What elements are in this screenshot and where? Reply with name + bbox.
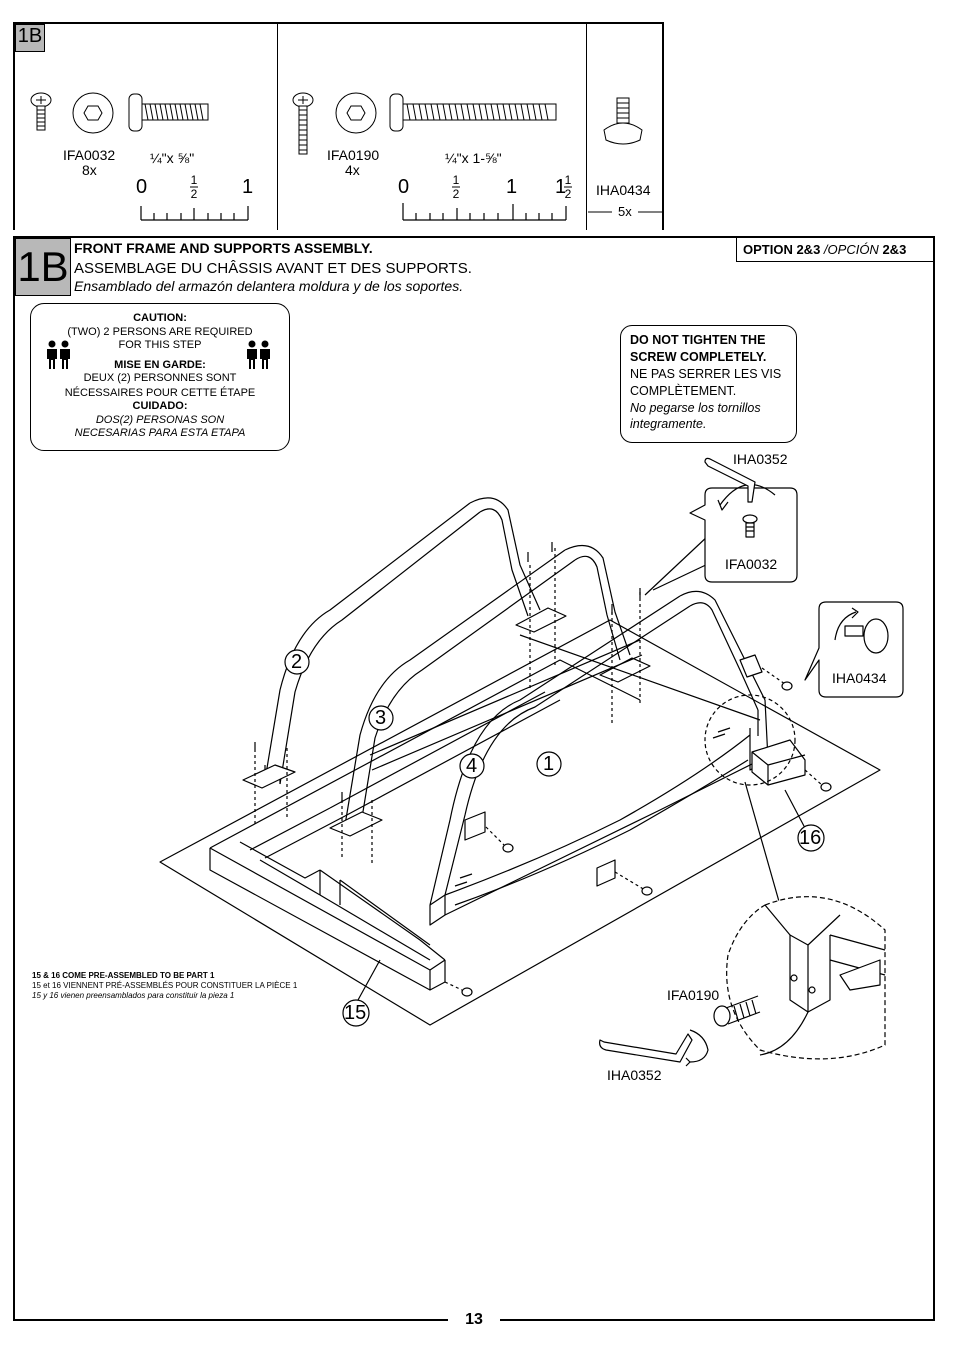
scale1-half-den: 2 bbox=[190, 187, 198, 201]
option-label-es: /OPCIÓN bbox=[823, 242, 879, 257]
scale2-half-num: 1 bbox=[452, 173, 460, 187]
note-en-line1: DO NOT TIGHTEN THE bbox=[630, 333, 766, 347]
caution-fr-head: MISE EN GARDE: bbox=[114, 358, 206, 371]
label-ifa0190: IFA0190 bbox=[667, 987, 720, 1003]
scale-ruler-2 bbox=[402, 203, 567, 221]
caution-en-line2: FOR THIS STEP bbox=[118, 339, 202, 351]
ifa0032-qty: 8x bbox=[82, 162, 97, 178]
caution-box: CAUTION: (TWO) 2 PERSONS ARE REQUIRED FO… bbox=[30, 303, 290, 451]
step-number: 1B bbox=[15, 238, 71, 296]
callout-part-4: 4 bbox=[466, 755, 478, 777]
option-label-tail: 2&3 bbox=[882, 242, 907, 257]
callout-part-16: 16 bbox=[799, 827, 822, 849]
callout-part-2: 2 bbox=[291, 651, 303, 673]
scale1-one: 1 bbox=[242, 176, 254, 198]
caution-fr-line1: DEUX (2) PERSONNES SONT bbox=[83, 372, 237, 384]
ifa0190-size: ¼"x 1-⅝" bbox=[445, 150, 502, 166]
preassembled-fr: 15 et 16 VIENNENT PRÉ-ASSEMBLÉS POUR CON… bbox=[32, 981, 298, 990]
caution-en-line1: (TWO) 2 PERSONS ARE REQUIRED bbox=[67, 325, 253, 338]
step-title-es: Ensamblado del armazón delantera moldura… bbox=[74, 278, 464, 294]
callout-part-15: 15 bbox=[344, 1002, 367, 1024]
scale2-one: 1 bbox=[506, 176, 518, 198]
note-es-line1: No pegarse los tornillos bbox=[630, 401, 761, 415]
iha0434-cap-icon bbox=[588, 97, 662, 213]
caution-es-line2: NECESARIAS PARA ESTA ETAPA bbox=[74, 427, 246, 439]
callout-circle bbox=[536, 751, 562, 777]
ifa0032-screw-icon bbox=[30, 92, 209, 134]
page-number: 13 bbox=[465, 1311, 483, 1328]
note-fr-line2: COMPLÈTEMENT. bbox=[630, 384, 737, 398]
scale2-one-half-den: 2 bbox=[564, 187, 572, 201]
caution-en-head: CAUTION: bbox=[133, 312, 187, 324]
note-fr-line1: NE PAS SERRER LES VIS bbox=[630, 367, 782, 381]
two-persons-icon bbox=[47, 340, 70, 369]
scale-ruler-1 bbox=[140, 206, 249, 221]
hardware-panel-tag: 1B bbox=[15, 24, 45, 52]
callout-circle bbox=[459, 753, 485, 779]
scale1-half-num: 1 bbox=[190, 173, 198, 187]
ifa0190-screw-icon bbox=[292, 92, 557, 155]
caution-es-line1: DOS(2) PERSONAS SON bbox=[95, 413, 225, 426]
option-label: OPTION 2&3 bbox=[743, 242, 821, 257]
step-title-fr: ASSEMBLAGE DU CHÂSSIS AVANT ET DES SUPPO… bbox=[74, 260, 472, 277]
iha0434-qty: 5x bbox=[618, 204, 632, 219]
ifa0190-code: IFA0190 bbox=[327, 147, 380, 163]
ifa0032-size: ¼"x ⅝" bbox=[150, 150, 195, 166]
preassembled-note: 15 & 16 COME PRE-ASSEMBLED TO BE PART 1 … bbox=[32, 971, 297, 1001]
option-badge: OPTION 2&3 /OPCIÓN 2&3 bbox=[736, 238, 933, 262]
two-persons-icon bbox=[247, 340, 270, 369]
callout-circle bbox=[368, 705, 394, 731]
step-title-en: FRONT FRAME AND SUPPORTS ASSEMBLY. bbox=[74, 240, 373, 256]
preassembled-en: 15 & 16 COME PRE-ASSEMBLED TO BE PART 1 bbox=[32, 971, 215, 980]
label-ifa0032: IFA0032 bbox=[725, 556, 778, 572]
note-es-line2: integramente. bbox=[630, 417, 707, 431]
callout-part-3: 3 bbox=[375, 707, 387, 729]
label-iha0434: IHA0434 bbox=[832, 670, 887, 686]
tighten-note: DO NOT TIGHTEN THE SCREW COMPLETELY. NE … bbox=[620, 325, 797, 443]
scale2-one-half-num: 1 bbox=[564, 173, 572, 187]
caution-fr-line2: NÉCESSAIRES POUR CETTE ÉTAPE bbox=[64, 386, 256, 399]
ifa0190-qty: 4x bbox=[345, 162, 360, 178]
callout-circle bbox=[797, 824, 825, 852]
ifa0032-code: IFA0032 bbox=[63, 147, 116, 163]
scale2-one-half-whole: 1 bbox=[555, 176, 567, 198]
caution-es-head: CUIDADO: bbox=[132, 400, 188, 412]
iha0434-code: IHA0434 bbox=[596, 182, 651, 198]
label-iha0352-top: IHA0352 bbox=[733, 451, 788, 467]
callout-part-1: 1 bbox=[543, 753, 555, 775]
callout-circle bbox=[342, 999, 370, 1027]
hardware-drawings bbox=[30, 92, 662, 221]
note-en-line2: SCREW COMPLETELY. bbox=[630, 350, 767, 364]
scale1-zero: 0 bbox=[136, 176, 148, 198]
label-iha0352-bottom: IHA0352 bbox=[607, 1067, 662, 1083]
scale2-half-den: 2 bbox=[452, 187, 460, 201]
callout-circle bbox=[284, 649, 310, 675]
scale2-zero: 0 bbox=[398, 176, 410, 198]
preassembled-es: 15 y 16 vienen preensamblados para const… bbox=[32, 991, 235, 1000]
